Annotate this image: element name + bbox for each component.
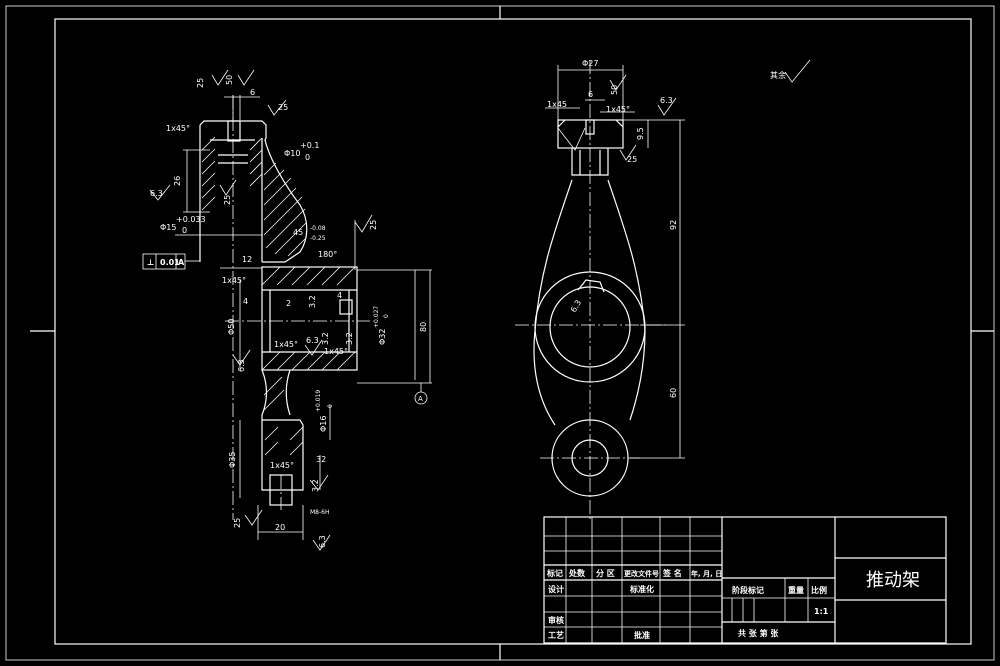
front-dimension-texts: 25 50 6 25 1x45° Φ10 +0.1 0 26 6.3 25 Φ1… (147, 75, 428, 548)
phi15-tol: +0.033 (176, 215, 206, 224)
title-block-texts: 标记 处数 分 区 更改文件号 签 名 年, 月, 日 设计 标准化 审核 工艺… (546, 568, 920, 640)
phi16: Φ16 (319, 416, 328, 432)
side-chamfer-r: 1x45° (606, 105, 630, 114)
tb-scale-label: 比例 (811, 585, 827, 595)
ra-63-left: 6.3 (150, 189, 163, 198)
dim-32: 32 (316, 455, 326, 464)
dim-45-tol1: -0.08 (310, 225, 326, 232)
side-dim-6: 6 (588, 90, 593, 99)
angle-180: 180° (318, 250, 337, 259)
side-dimension-lines (545, 65, 685, 459)
tb-scale-value: 1:1 (814, 607, 829, 616)
dim-45-tol2: -0.25 (310, 235, 326, 242)
tb-approve: 批准 (634, 630, 650, 640)
title-block (543, 516, 947, 644)
ra-25-left: 25 (223, 195, 232, 205)
chamfer-mid: 1x45° (222, 276, 246, 285)
datum-a: A (418, 395, 423, 403)
side-dimension-texts: Φ27 50 6 1x45 1x45° 6.3 9.5 25 92 60 6.3… (547, 59, 786, 398)
ra-32-d: 3.2 (311, 479, 320, 492)
phi15: Φ15 (160, 223, 176, 232)
dim-4a: 4 (243, 297, 248, 306)
front-dimension-lines (142, 95, 432, 540)
phi50: Φ50 (227, 319, 236, 335)
chamfer-bot: 1x45° (270, 461, 294, 470)
tb-row1-3: 更改文件号 (624, 569, 659, 578)
side-view (515, 60, 665, 520)
phi32: Φ32 (378, 329, 387, 345)
side-dim-92: 92 (669, 220, 678, 230)
ra-25-bot: 25 (233, 518, 242, 528)
dim-80: 80 (419, 322, 428, 332)
ra-25-right: 25 (369, 220, 378, 230)
phi10: Φ10 (284, 149, 300, 158)
tb-design: 设计 (548, 584, 564, 594)
tol-frame-symbol: ⊥ (147, 258, 154, 267)
dim-26: 26 (173, 176, 182, 186)
side-dim-95: 9.5 (636, 127, 645, 140)
dim-12: 12 (242, 255, 252, 264)
side-chamfer-l: 1x45 (547, 100, 567, 109)
tol-frame-value: 0.01 (160, 258, 180, 267)
tol-frame-ref: A (178, 258, 185, 267)
ra-32-b: 3.2 (321, 332, 330, 345)
side-ra-25: 25 (627, 155, 637, 164)
tb-row1-2: 分 区 (596, 568, 615, 578)
side-phi27: Φ27 (582, 59, 598, 68)
tb-weight: 重量 (788, 585, 804, 595)
phi15-tol0: 0 (182, 226, 187, 235)
phi32-tol0: 0 (383, 314, 390, 318)
tb-stage: 阶段标记 (732, 585, 764, 595)
ra-top-a: 25 (196, 78, 205, 88)
tb-row1-5: 年, 月, 日 (691, 569, 722, 578)
phi10-tol: +0.1 (300, 141, 319, 150)
dim-4b: 4 (337, 291, 342, 300)
dim-45: 45 (293, 228, 303, 237)
front-section-view (199, 95, 370, 520)
roughness-symbols-front (149, 59, 811, 551)
phi16-tol: +0.019 (315, 390, 322, 412)
ra-63-bot: 6.3 (318, 535, 327, 548)
ra-right-top: 25 (278, 103, 288, 112)
phi16-tol0: 0 (327, 404, 334, 408)
tb-sheets: 共 张 第 张 (738, 628, 779, 638)
thread-m8: M8-6H (310, 509, 330, 516)
chamfer-top: 1x45° (166, 124, 190, 133)
side-ra-50: 50 (610, 85, 619, 95)
dim-6: 6 (250, 88, 255, 97)
drawing-title: 推动架 (866, 570, 920, 591)
tb-row1-4: 签 名 (662, 568, 682, 578)
dim-20: 20 (275, 523, 285, 532)
ra-top-b: 50 (225, 75, 234, 85)
ra-32-a: 3.2 (308, 295, 317, 308)
phi32-tol: +0.027 (373, 306, 380, 328)
side-ra-63: 6.3 (660, 96, 673, 105)
general-roughness: 其余 (770, 70, 786, 80)
ra-63-mid: 6.3 (306, 336, 319, 345)
chamfer-low2: 1x45° (324, 347, 348, 356)
phi35: Φ35 (228, 452, 237, 468)
tb-review: 审核 (548, 615, 564, 625)
chamfer-low1: 1x45° (274, 340, 298, 349)
phi10-tol0: 0 (305, 153, 310, 162)
side-dim-60: 60 (669, 388, 678, 398)
dim-2: 2 (286, 299, 291, 308)
ra-32-c: 3.2 (345, 332, 354, 345)
side-ra-key: 6.3 (569, 298, 583, 314)
ra-63-bot-left: 6.3 (237, 359, 246, 372)
tb-standard: 标准化 (629, 584, 654, 594)
tb-row1-1: 处数 (568, 568, 586, 578)
tb-row1-0: 标记 (546, 568, 563, 578)
sheet-border (5, 5, 995, 661)
tb-process: 工艺 (548, 630, 564, 640)
